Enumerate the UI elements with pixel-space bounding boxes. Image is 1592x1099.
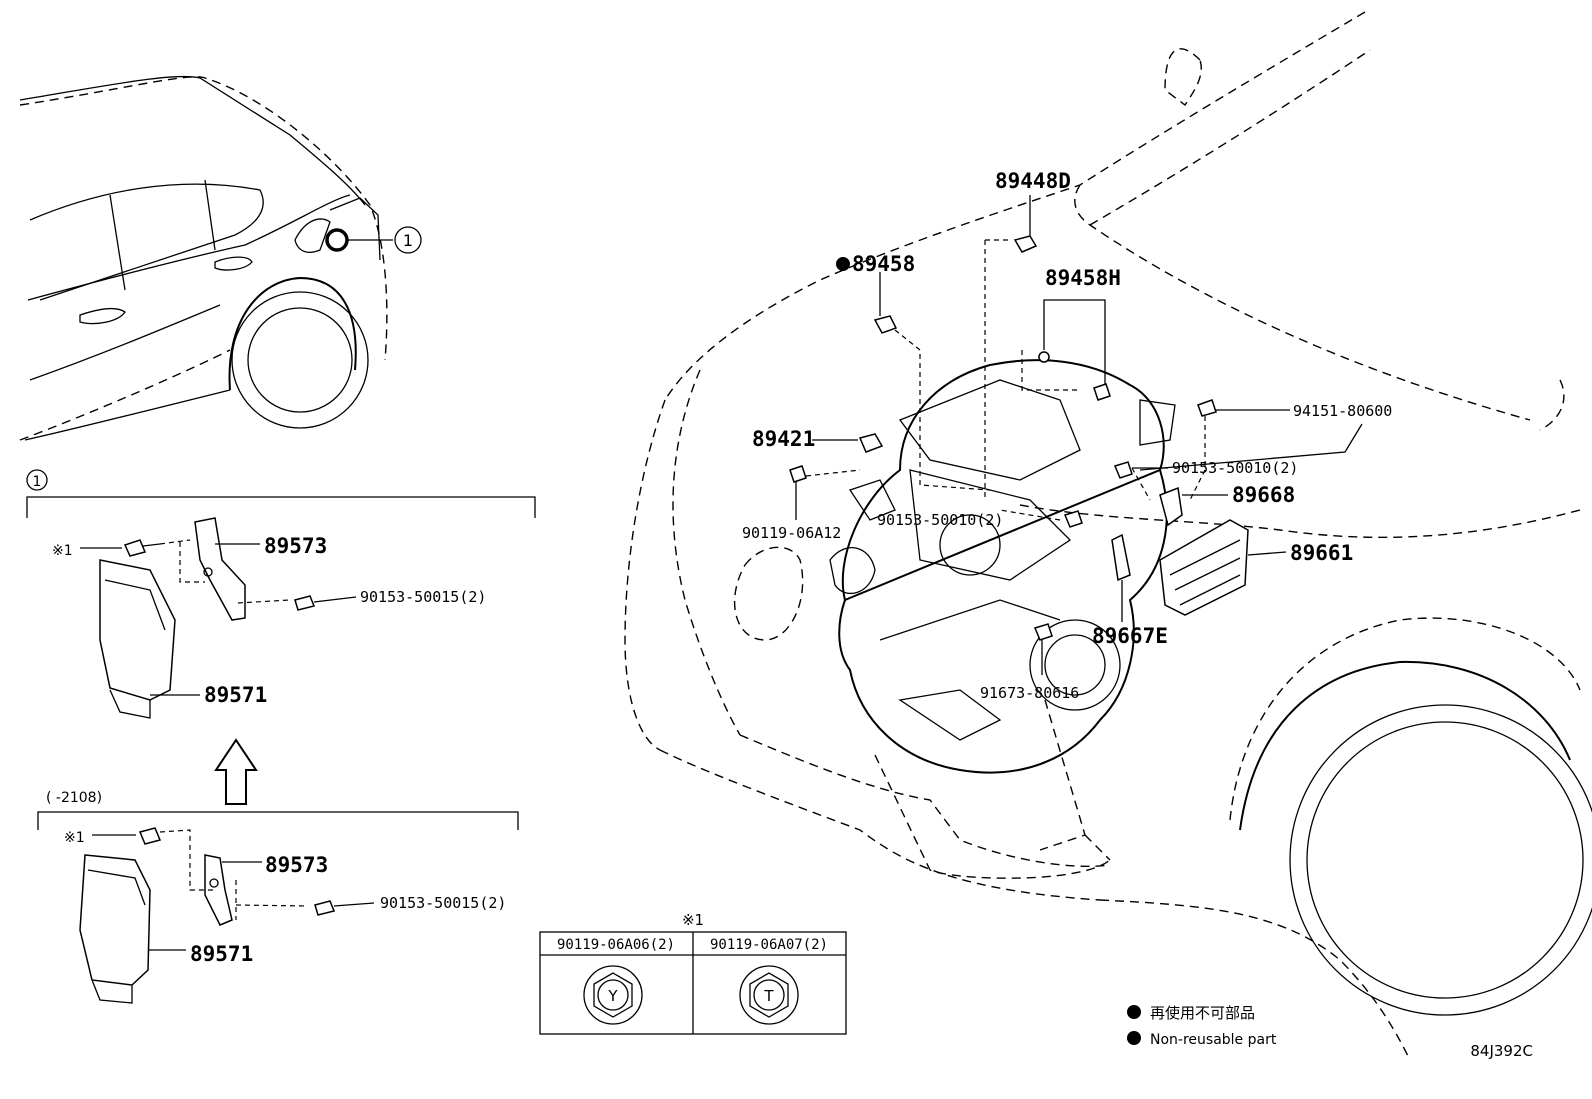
legend: 再使用不可部品 Non-reusable part	[1127, 1004, 1277, 1048]
label-89458H: 89458H	[1045, 266, 1121, 290]
ecu-89661	[1159, 519, 1249, 616]
vehicle-side-view: 1	[19, 75, 422, 441]
legend-jp: 再使用不可部品	[1150, 1004, 1255, 1022]
bolt-90153-50010-c	[1063, 510, 1083, 528]
label-89573: 89573	[264, 534, 327, 558]
label-94151-80600: 94151-80600	[1293, 402, 1392, 420]
bolt-90153-50010-r	[1113, 461, 1133, 479]
label-89571-old: 89571	[190, 942, 253, 966]
bracket-89668	[1159, 486, 1183, 527]
label-89661: 89661	[1290, 541, 1353, 565]
bolt-mark-t: T	[763, 987, 774, 1005]
sensor-89458H	[1093, 383, 1111, 401]
detail-box-marker: 1	[33, 474, 42, 490]
label-90153-50015-old: 90153-50015(2)	[380, 894, 506, 912]
note-col2: 90119-06A07(2)	[710, 937, 828, 953]
bolt-90153-50015-old	[314, 900, 336, 916]
label-90153-50010-r: 90153-50010(2)	[1172, 459, 1298, 477]
bolt-note1-old	[138, 827, 162, 845]
legend-dot-en	[1127, 1031, 1141, 1045]
sensor-89421	[858, 433, 884, 453]
bolt-mark-y: Y	[607, 987, 618, 1005]
detail-box-1: 1 ※1 89573 90153-50015(2) 89571	[26, 469, 536, 719]
location-marker	[325, 228, 349, 252]
legend-dot-jp	[1127, 1005, 1141, 1019]
callout-number: 1	[403, 231, 413, 250]
label-91673-80616: 91673-80616	[980, 684, 1079, 702]
nut-94151-80600	[1197, 399, 1217, 417]
engine-bay-view: 89448D 89458 89458H 94151-80600 89421 90…	[624, 11, 1592, 1061]
diagram-id: 84J392C	[1470, 1042, 1533, 1060]
sensor-89448D	[1013, 235, 1038, 253]
detail-box-2: ( -2108) ※1 89573 90153-50015(2) 89571	[37, 790, 519, 1004]
label-90153-50015: 90153-50015(2)	[360, 588, 486, 606]
label-89668: 89668	[1232, 483, 1295, 507]
note-table-title: ※1	[682, 911, 704, 929]
note-ref: ※1	[52, 543, 73, 559]
label-89421: 89421	[752, 427, 815, 451]
bolt-90119-06A12	[789, 465, 807, 483]
label-89458: 89458	[852, 252, 915, 276]
label-89571: 89571	[204, 683, 267, 707]
bracket-89573	[194, 517, 246, 621]
label-89667E: 89667E	[1092, 624, 1168, 648]
bracket-89573-old	[204, 854, 233, 926]
oring-89458H	[1038, 351, 1050, 363]
bolt-90153-50015	[294, 595, 316, 611]
bracket-89667E	[1111, 533, 1131, 582]
sensor-89458	[873, 315, 898, 334]
label-90119-06A12: 90119-06A12	[742, 524, 841, 542]
legend-en: Non-reusable part	[1150, 1032, 1277, 1048]
non-reusable-dot	[836, 257, 850, 271]
up-arrow	[214, 738, 258, 805]
control-module-89571-old	[79, 854, 151, 986]
callout-circle	[394, 226, 422, 254]
range-label: ( -2108)	[46, 790, 102, 806]
label-89573-old: 89573	[265, 853, 328, 877]
note-ref-old: ※1	[64, 830, 85, 846]
bolt-91673-80616	[1033, 623, 1053, 641]
label-90153-50010-c: 90153-50010(2)	[877, 511, 1003, 529]
note-col1: 90119-06A06(2)	[557, 937, 675, 953]
bolt-note1	[123, 539, 147, 557]
note-table: ※1 90119-06A06(2) 90119-06A07(2) Y T	[539, 911, 847, 1035]
label-89448D: 89448D	[995, 169, 1071, 193]
